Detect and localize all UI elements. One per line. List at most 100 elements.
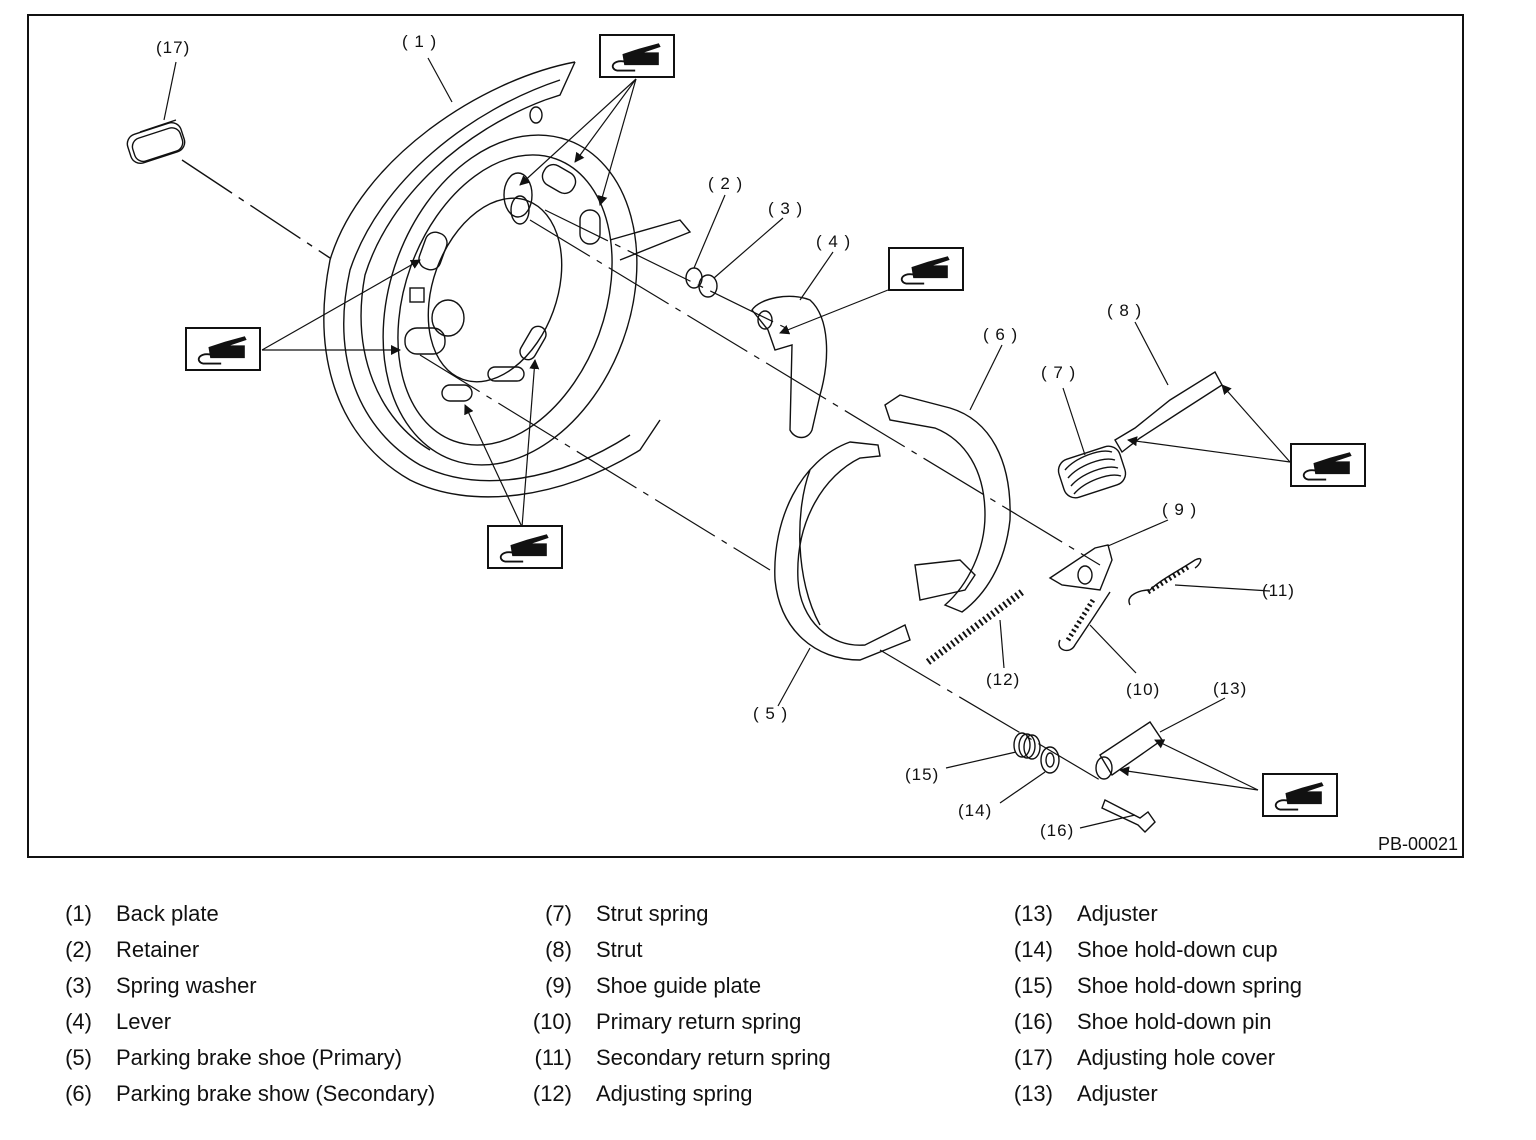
part-shoe-guide-plate (1048, 544, 1113, 591)
grease-application-icon (888, 247, 964, 291)
part-shoe-hold-down-cup (1040, 746, 1060, 774)
legend-part-name: Strut spring (596, 901, 709, 926)
legend-item: (3) Spring washer (38, 968, 435, 1004)
callout-6: ( 6 ) (983, 325, 1019, 344)
parts-legend-column-1: (1) Back plate (2) Retainer (3) Spring wash… (38, 896, 435, 1112)
legend-number: (3) (65, 973, 92, 998)
legend-number: (5) (65, 1045, 92, 1070)
part-primary-return-spring (1058, 591, 1111, 652)
part-secondary-return-spring (1128, 558, 1202, 606)
grease-pointers (261, 78, 1291, 791)
legend-part-name: Adjuster (1077, 901, 1158, 926)
callout-7: ( 7 ) (1041, 363, 1077, 382)
legend-part-name: Shoe hold-down pin (1077, 1009, 1272, 1034)
grease-gun-icon (197, 336, 247, 365)
callout-13: (13) (1213, 679, 1248, 698)
legend-part-name: Spring washer (116, 973, 257, 998)
legend-part-name: Parking brake show (Secondary) (116, 1081, 436, 1106)
callout-14: (14) (958, 801, 993, 820)
assembly-line (181, 159, 331, 259)
legend-part-name: Shoe hold-down spring (1077, 973, 1303, 998)
grease-gun-icon (611, 43, 661, 72)
legend-number: (13) (1013, 901, 1053, 926)
grease-application-icon (599, 34, 675, 78)
legend-part-name: Parking brake shoe (Primary) (116, 1045, 403, 1070)
legend-item: (11) Secondary return spring (518, 1040, 831, 1076)
grease-gun-icon (1274, 782, 1324, 811)
legend-part-name: Shoe guide plate (596, 973, 762, 998)
grease-gun-icon (900, 256, 950, 285)
legend-number: (17) (1013, 1045, 1053, 1070)
legend-item: (9)Shoe guide plate (518, 968, 831, 1004)
part-lever (751, 295, 828, 439)
legend-part-name: Adjuster (1077, 1081, 1158, 1106)
legend-part-name: Retainer (116, 937, 200, 962)
legend-part-name: Lever (116, 1009, 172, 1034)
legend-number: (1) (65, 901, 92, 926)
grease-application-icon (487, 525, 563, 569)
assembly-lines (419, 209, 1101, 781)
legend-item: (13) Adjuster (999, 896, 1302, 932)
leader-lines (163, 57, 1271, 829)
legend-item: (15) Shoe hold-down spring (999, 968, 1302, 1004)
legend-part-name: Adjusting hole cover (1077, 1045, 1276, 1070)
legend-number: (16) (1013, 1009, 1053, 1034)
part-parking-brake-shoe-primary (774, 441, 911, 661)
grease-application-icon (1290, 443, 1366, 487)
legend-number: (8) (545, 937, 572, 962)
figure-frame (27, 14, 1464, 858)
legend-number: (11) (534, 1045, 573, 1070)
legend-item: (12)Adjusting spring (518, 1076, 831, 1112)
legend-number: (13) (1013, 1081, 1053, 1106)
legend-number: (6) (65, 1081, 92, 1106)
callout-11: (11) (1262, 581, 1295, 600)
legend-number: (2) (65, 937, 92, 962)
legend-number: (10) (532, 1009, 572, 1034)
parts-legend-column-3: (13) Adjuster (14)Shoe hold-down cup (15)… (999, 896, 1302, 1112)
callout-5: ( 5 ) (753, 704, 789, 723)
callout-16: (16) (1040, 821, 1075, 840)
part-strut-spring (1057, 445, 1127, 499)
grease-gun-icon (499, 534, 549, 563)
part-shoe-hold-down-pin (1101, 799, 1156, 833)
callout-10: (10) (1126, 680, 1161, 699)
callout-3: ( 3 ) (768, 199, 804, 218)
legend-item: (1) Back plate (38, 896, 435, 932)
legend-item: (2) Retainer (38, 932, 435, 968)
legend-part-name: Strut (596, 937, 643, 962)
callout-1: ( 1 ) (402, 32, 438, 51)
grease-gun-icon (1302, 452, 1352, 481)
legend-item: (14)Shoe hold-down cup (999, 932, 1302, 968)
callout-9: ( 9 ) (1162, 500, 1198, 519)
part-back-plate (323, 61, 692, 498)
legend-item: (16) Shoe hold-down pin (999, 1004, 1302, 1040)
part-adjuster (1095, 721, 1163, 780)
legend-item: (7) Strut spring (518, 896, 831, 932)
legend-item: (4) Lever (38, 1004, 435, 1040)
legend-number: (4) (65, 1009, 92, 1034)
legend-part-name: Back plate (116, 901, 219, 926)
part-adjusting-spring (925, 589, 1025, 665)
legend-item: (13) Adjuster (999, 1076, 1302, 1112)
callout-2: ( 2 ) (708, 174, 744, 193)
figure-id: PB-00021 (1377, 834, 1458, 854)
legend-number: (7) (545, 901, 572, 926)
legend-item: (5) Parking brake shoe (Primary) (38, 1040, 435, 1076)
legend-number: (12) (532, 1081, 572, 1106)
grease-application-icon (1262, 773, 1338, 817)
callout-17: (17) (156, 38, 191, 57)
parts-legend-column-2: (7) Strut spring (8) Strut (9)Shoe guide p… (518, 896, 831, 1112)
legend-number: (15) (1013, 973, 1053, 998)
legend-item: (8) Strut (518, 932, 831, 968)
grease-application-icon (185, 327, 261, 371)
part-adjusting-hole-cover (126, 119, 186, 165)
legend-part-name: Shoe hold-down cup (1077, 937, 1278, 962)
legend-item: (17) Adjusting hole cover (999, 1040, 1302, 1076)
legend-item: (10)Primary return spring (518, 1004, 831, 1040)
part-parking-brake-shoe-secondary (884, 394, 1011, 613)
legend-part-name: Secondary return spring (596, 1045, 831, 1070)
callout-12: (12) (986, 670, 1021, 689)
legend-item: (6) Parking brake show (Secondary) (38, 1076, 435, 1112)
part-shoe-hold-down-spring (1013, 732, 1041, 760)
